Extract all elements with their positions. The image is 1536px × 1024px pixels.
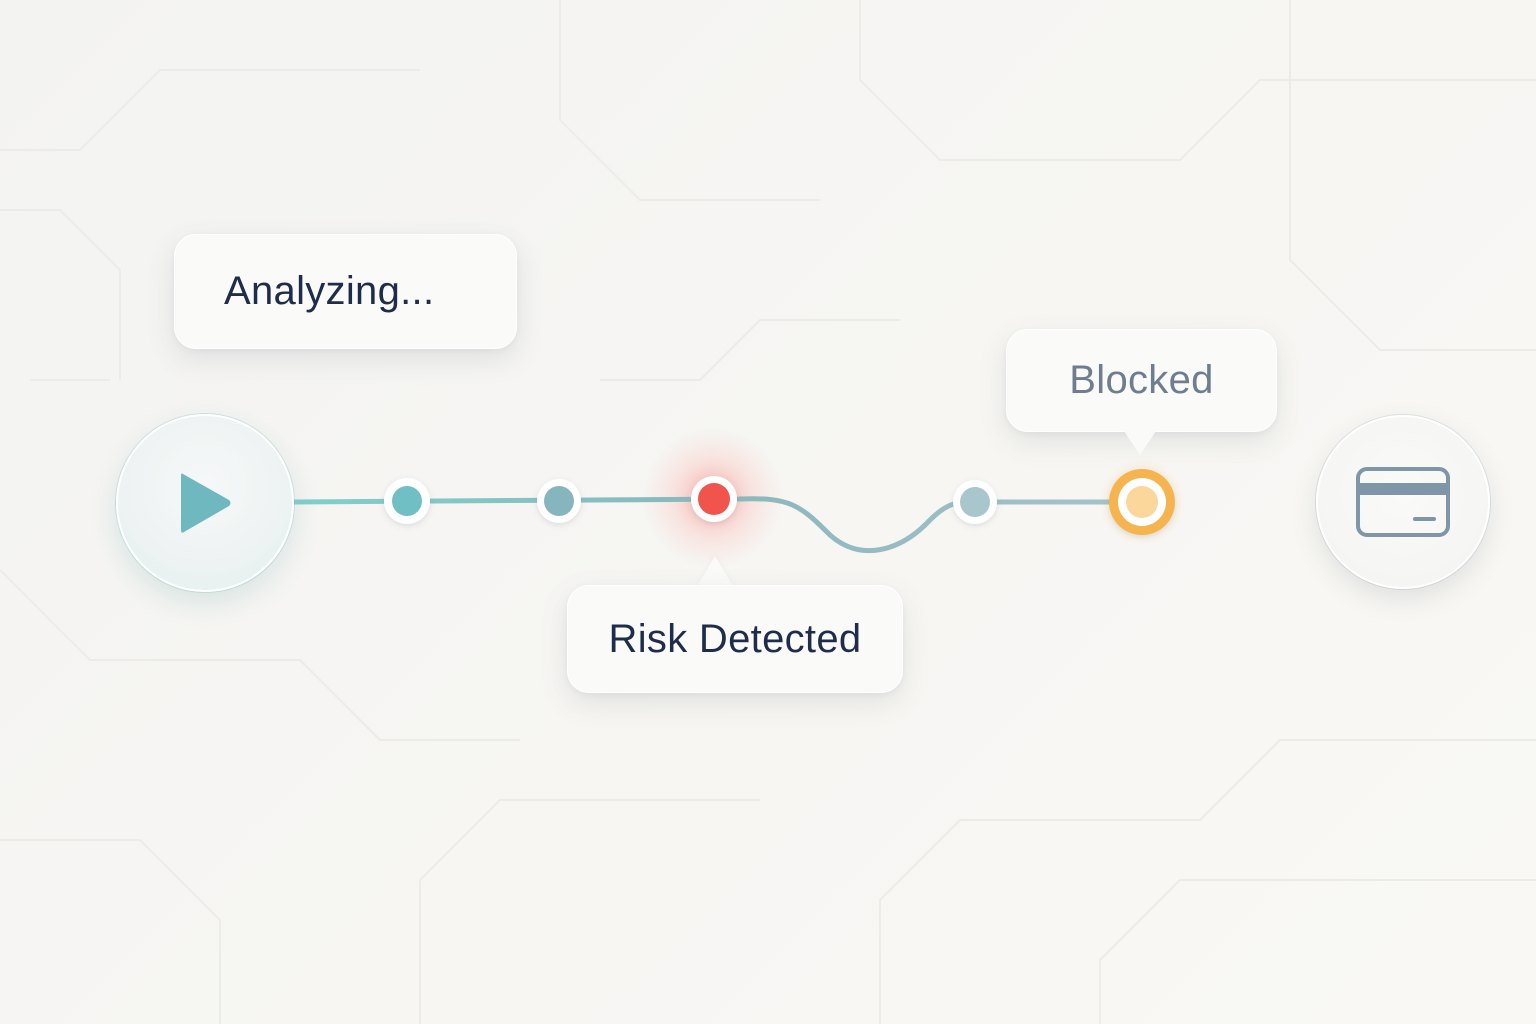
analyzing-label: Analyzing...: [174, 234, 517, 349]
blocked-callout-pointer: [1124, 431, 1156, 455]
play-icon: [181, 473, 231, 533]
step-node-2: [544, 486, 574, 516]
blocked-text: Blocked: [1069, 358, 1214, 402]
risk-node: [698, 483, 730, 515]
blocked-node: [1126, 486, 1158, 518]
flow-path: [291, 496, 1145, 554]
risk-detected-callout: Risk Detected: [567, 585, 903, 693]
step-node-4: [960, 487, 990, 517]
payment-card-node[interactable]: [1316, 415, 1490, 589]
risk-callout-pointer: [697, 556, 733, 586]
start-node[interactable]: [116, 414, 294, 592]
analyzing-text: Analyzing...: [224, 269, 435, 313]
step-node-1: [392, 486, 422, 516]
risk-detected-text: Risk Detected: [608, 616, 862, 661]
blocked-callout: Blocked: [1006, 329, 1277, 432]
credit-card-icon: [1356, 467, 1450, 537]
